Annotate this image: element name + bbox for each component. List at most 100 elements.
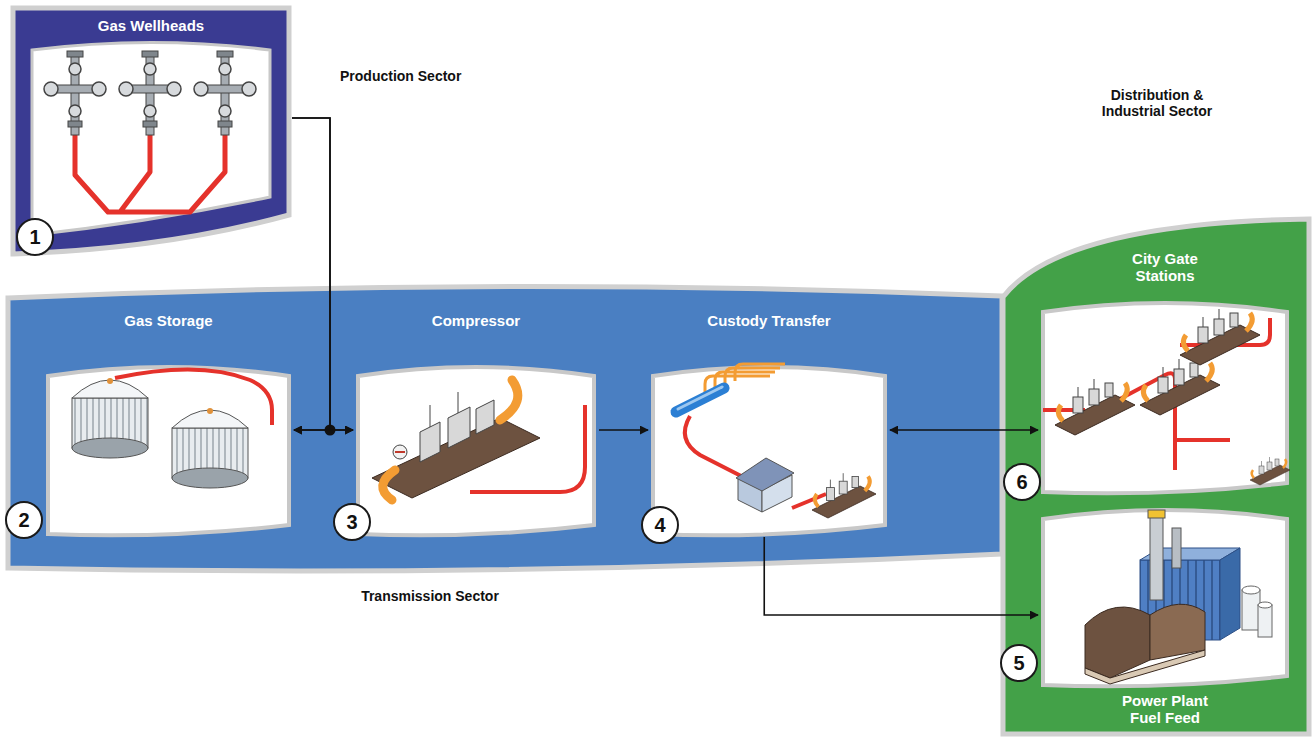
power-plant-illustration-part [1172, 528, 1181, 568]
production-panel-shape [32, 43, 270, 236]
power-plant-illustration-part [1140, 548, 1240, 560]
custody-transfer-illustration-part [812, 473, 876, 518]
station-title: City Gate Stations [1110, 250, 1220, 285]
compressor-illustration-part [470, 405, 585, 492]
callout-number: 5 [1000, 644, 1038, 682]
flow-connector [292, 118, 353, 430]
distribution-band: Distribution & Industrial SectorCity Gat… [1000, 215, 1312, 737]
compressor-illustration-part [395, 451, 405, 453]
compressor-illustration-part [476, 400, 494, 434]
callout-number: 2 [5, 501, 43, 539]
power-plant-illustration-part [1148, 510, 1165, 518]
custody-transfer-illustration-part [792, 494, 826, 508]
storage-tank-illustration-part [172, 468, 248, 488]
compressor-illustration [372, 380, 585, 500]
custody-transfer-illustration [676, 364, 876, 518]
wellhead-illustration-part [119, 51, 181, 135]
compressor-illustration-part [383, 470, 395, 500]
storage-tank-illustration-part [72, 438, 148, 458]
custody-transfer-illustration-part [736, 458, 794, 491]
callout-number: 4 [641, 506, 679, 544]
custody-transfer-illustration-part [678, 387, 722, 409]
station-box: Power Plant Fuel Feed [1040, 505, 1290, 688]
storage-tank-illustration-part [207, 408, 213, 414]
sector-label: Distribution & Industrial Sector [1082, 87, 1232, 119]
production-panel: Gas WellheadsProduction Sector [10, 5, 292, 257]
station-box: Custody Transfer [650, 362, 888, 537]
station-box: Gas Storage [45, 362, 292, 537]
station-box-shape [1043, 510, 1287, 686]
sector-label: Production Sector [340, 68, 510, 84]
station-title: Power Plant Fuel Feed [1105, 692, 1225, 727]
power-plant-illustration-part [1085, 650, 1205, 684]
city-gate-illustration-part [1140, 359, 1220, 415]
storage-tank-illustration-part [172, 428, 248, 478]
station-title: Custody Transfer [650, 312, 888, 329]
station-box-shape [1043, 303, 1287, 493]
compressor-illustration-part [500, 380, 518, 420]
wellhead-illustration-part [75, 135, 225, 212]
storage-tank-illustration-part [72, 398, 148, 448]
distribution-band-shape [1003, 219, 1309, 734]
storage-tank-illustration-part [107, 378, 113, 384]
station-box-outline [1040, 298, 1290, 495]
custody-transfer-illustration-part [762, 475, 792, 512]
storage-tank-illustration-part [72, 380, 148, 398]
wellhead-illustration-part [194, 51, 256, 135]
callout-number: 3 [333, 503, 371, 541]
compressor-illustration-part [448, 407, 470, 448]
flow-connector [890, 429, 1038, 431]
custody-transfer-illustration-part [685, 416, 745, 478]
station-box-outline [650, 362, 888, 537]
flow-connector [294, 429, 353, 431]
custody-transfer-illustration-part [705, 364, 785, 396]
junction-dot [325, 425, 336, 436]
station-box-outline [355, 362, 597, 537]
flow-connector [764, 537, 1038, 615]
power-plant-illustration-part [1150, 515, 1163, 600]
storage-tank-illustration-part [172, 410, 248, 428]
power-plant-illustration [1085, 510, 1272, 684]
station-box-shape [653, 367, 885, 535]
power-plant-illustration-part [1085, 607, 1150, 678]
compressor-illustration-part [372, 418, 540, 498]
storage-tank-illustration [72, 369, 272, 488]
compressor-illustration-part [420, 422, 440, 462]
transmission-band-shape [8, 286, 1002, 570]
power-plant-illustration-part [1242, 586, 1260, 594]
station-box-shape [48, 367, 289, 535]
sector-label: Transmission Sector [320, 588, 540, 604]
city-gate-illustration-part [1055, 379, 1135, 435]
station-box-outline [45, 362, 292, 537]
power-plant-illustration-part [1140, 560, 1220, 640]
power-plant-illustration-part [1220, 548, 1240, 640]
compressor-illustration-part [430, 405, 431, 427]
compressor-illustration-part [393, 445, 407, 459]
flow-connector [292, 118, 330, 430]
city-gate-illustration-part [1043, 318, 1270, 470]
power-plant-illustration-part [1258, 602, 1272, 608]
station-box-shape [358, 367, 594, 535]
power-plant-illustration-part [1258, 605, 1272, 637]
panel-title: Gas Wellheads [10, 17, 292, 34]
city-gate-illustration-part [1250, 457, 1290, 485]
power-plant-illustration-part [1150, 604, 1205, 660]
wellhead-illustration-part [44, 51, 106, 135]
storage-tank-illustration-part [115, 369, 272, 425]
station-box: City Gate Stations [1040, 298, 1290, 495]
production-panel-outline [10, 5, 292, 257]
custody-transfer-illustration-part [738, 463, 792, 490]
custody-transfer-illustration-part [676, 388, 724, 412]
station-title: Compressor [355, 312, 597, 329]
transmission-band: Transmission SectorGas StorageCompressor… [5, 282, 1005, 574]
station-box-outline [1040, 505, 1290, 688]
custody-transfer-illustration-part [738, 478, 762, 512]
city-gate-illustration-part [1180, 309, 1260, 365]
callout-number: 6 [1003, 463, 1041, 501]
wellhead-illustration [44, 51, 256, 212]
city-gate-illustration [1043, 309, 1290, 485]
power-plant-illustration-part [1242, 590, 1260, 630]
station-title: Gas Storage [45, 312, 292, 329]
